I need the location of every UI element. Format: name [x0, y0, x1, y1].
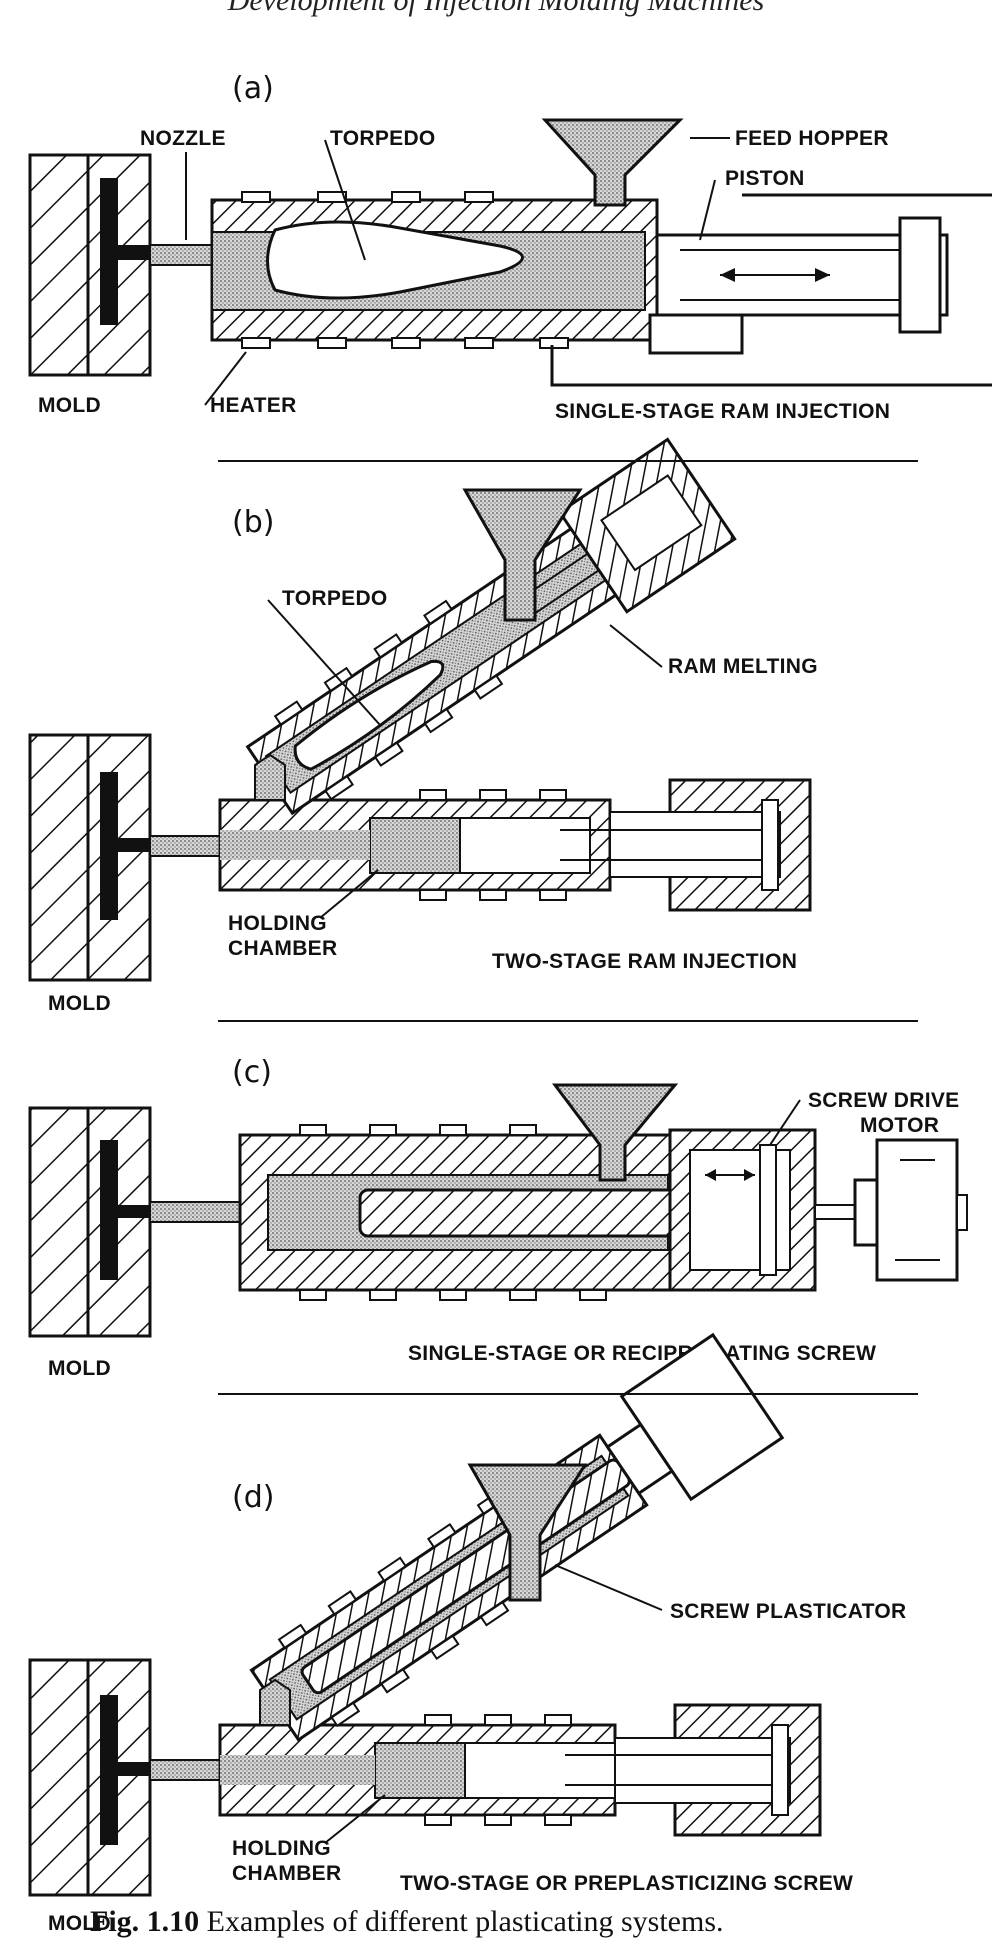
panel-a: (a) [28, 71, 992, 423]
panel-b: (b) [28, 437, 818, 1015]
nozzle-d [149, 1759, 221, 1781]
callout-holding-b2: CHAMBER [228, 937, 337, 960]
barrel-a [210, 198, 659, 342]
panel-title-b: TWO-STAGE RAM INJECTION [492, 950, 797, 973]
callout-piston: PISTON [725, 167, 805, 190]
feed-hopper-d [467, 1463, 588, 1602]
holding-chamber-d [218, 1714, 617, 1826]
screw-drive-motor-c [853, 1138, 968, 1282]
feed-hopper-a [541, 118, 684, 207]
holding-chamber-b [218, 789, 612, 901]
panel-label-b: (b) [232, 505, 274, 540]
feed-hopper-c [552, 1083, 679, 1182]
torpedo-b [293, 659, 445, 771]
ram-housing-b [560, 778, 812, 912]
panel-c: (c) [28, 1055, 968, 1380]
nozzle-a [149, 244, 213, 266]
figure-caption: Fig. 1.10 Examples of different plastica… [90, 1905, 724, 1939]
mold-d [28, 1658, 152, 1897]
ram-housing-d [565, 1703, 822, 1837]
callout-screw-drive-1: SCREW DRIVE [808, 1089, 959, 1112]
hydraulic-cylinder-c [668, 1128, 856, 1292]
callout-feed-hopper: FEED HOPPER [735, 127, 889, 150]
mold-c [28, 1106, 152, 1338]
separator-3 [218, 1393, 918, 1395]
caption-number: Fig. 1.10 [90, 1905, 200, 1938]
separator-2 [218, 1020, 918, 1022]
callout-holding-d1: HOLDING [232, 1837, 331, 1860]
panel-d: (d) [28, 1332, 907, 1935]
callout-mold-c: MOLD [48, 1357, 111, 1380]
feed-hopper-b [462, 488, 583, 622]
mold-b [28, 733, 152, 982]
callout-screw-drive-2: MOTOR [860, 1114, 939, 1137]
callout-torpedo-b: TORPEDO [282, 587, 388, 610]
callout-heater: HEATER [210, 394, 297, 417]
barrel-c [238, 1124, 682, 1301]
callout-holding-b1: HOLDING [228, 912, 327, 935]
header-cut-text: Development of Injection Molding Machine… [227, 0, 765, 17]
panel-title-d: TWO-STAGE OR PREPLASTICIZING SCREW [400, 1872, 853, 1895]
callout-screw-plasticator: SCREW PLASTICATOR [670, 1600, 907, 1623]
callout-mold-b: MOLD [48, 992, 111, 1015]
mold-a [28, 153, 152, 377]
callout-nozzle: NOZZLE [140, 127, 226, 150]
heater-bands-a [241, 191, 569, 349]
nozzle-b [149, 835, 221, 857]
nozzle-c [149, 1201, 241, 1223]
callout-holding-d2: CHAMBER [232, 1862, 341, 1885]
piston-a [550, 193, 992, 387]
reciprocating-screw-c [358, 1188, 682, 1238]
caption-text: Examples of different plasticating syste… [206, 1905, 724, 1938]
panel-title-a: SINGLE-STAGE RAM INJECTION [555, 400, 890, 423]
callout-mold-a: MOLD [38, 394, 101, 417]
panel-label-a: (a) [232, 71, 274, 106]
callout-ram-melting: RAM MELTING [668, 655, 818, 678]
separator-1 [218, 460, 918, 462]
panel-label-c: (c) [232, 1055, 272, 1090]
panel-label-d: (d) [232, 1480, 274, 1515]
callout-torpedo: TORPEDO [330, 127, 436, 150]
panel-title-c: SINGLE-STAGE OR RECIPROCATING SCREW [408, 1342, 876, 1365]
callout-mold-d: MOLD [48, 1912, 111, 1935]
